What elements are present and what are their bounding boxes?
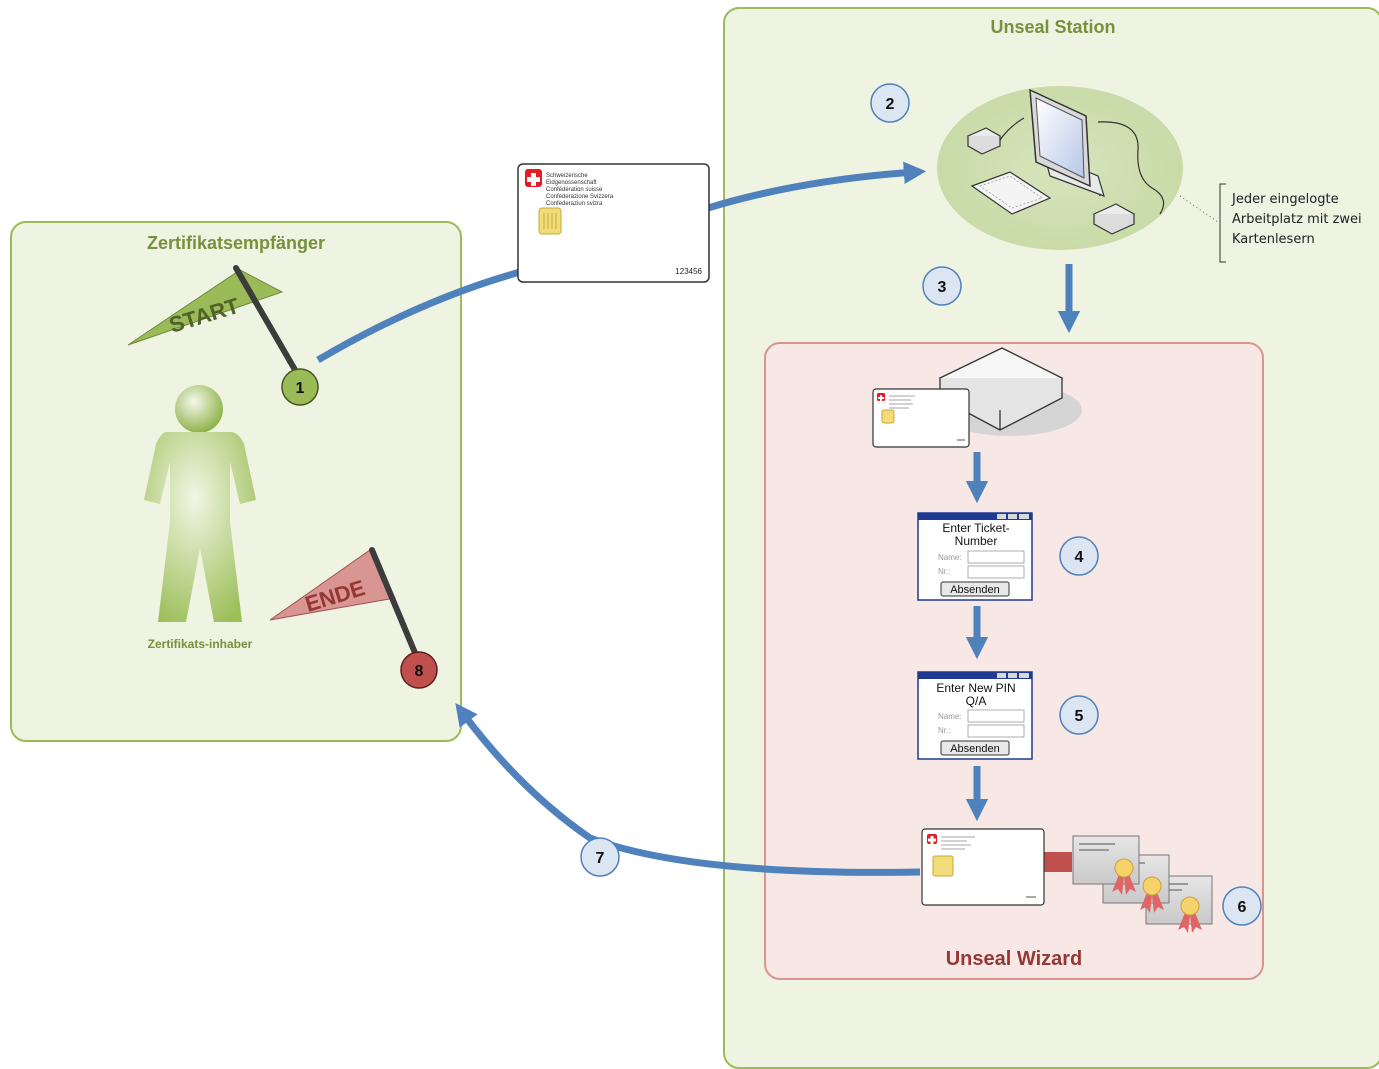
card-issuer-line-3: Confédération suisse <box>546 187 603 193</box>
ticket-dialog: Enter Ticket- Number Name: Nr.: Absenden <box>917 512 1033 601</box>
person-label: Zertifikats-inhaber <box>148 637 253 651</box>
certificate-holder-person <box>144 385 256 622</box>
ticket-submit-button[interactable] <box>940 581 1010 597</box>
station-annotation-line-2: Arbeitplatz mit zwei <box>1232 212 1362 227</box>
step-8-marker: 8 <box>400 651 438 689</box>
pin-dialog-title-2: Q/A <box>966 694 987 708</box>
ticket-name-label: Name: <box>938 553 962 562</box>
pin-dialog: Enter New PIN Q/A Name: Nr.: Absenden <box>917 671 1033 760</box>
pin-name-field[interactable] <box>967 709 1025 723</box>
step-7-marker: 7 <box>580 837 620 877</box>
smartcard-final <box>921 828 1045 906</box>
recipient-panel-title: Zertifikatsempfänger <box>146 233 326 253</box>
station-annotation-line-1: Jeder eingelogte <box>1232 192 1339 207</box>
annotation-bracket <box>1219 183 1226 263</box>
step-8-label: 8 <box>415 663 424 680</box>
card-chip <box>538 207 562 235</box>
ticket-dialog-title-1: Enter Ticket- <box>942 521 1009 535</box>
station-annotation: Jeder eingelogte Arbeitplatz mit zwei Ka… <box>1232 190 1362 250</box>
arrow-card-to-end <box>455 703 921 876</box>
smartcard-large: Schweizerische Eidgenossenschaft Confédé… <box>517 163 710 283</box>
step-2-marker: 2 <box>870 83 910 123</box>
arrow-card-to-station <box>706 161 927 212</box>
step-3-label: 3 <box>938 279 947 296</box>
pin-name-label: Name: <box>938 712 962 721</box>
workstation-illustration <box>937 86 1183 250</box>
step-5-marker: 5 <box>1059 695 1099 735</box>
pin-nr-field[interactable] <box>967 724 1025 738</box>
pin-submit-label: Absenden <box>950 743 1000 755</box>
step-4-label: 4 <box>1075 549 1084 566</box>
arrow-step1-to-card <box>316 268 521 364</box>
ticket-dialog-title-2: Number <box>955 534 998 548</box>
station-annotation-line-3: Kartenlesern <box>1232 232 1315 247</box>
step-5-label: 5 <box>1075 708 1084 725</box>
end-flag: ENDE <box>269 547 421 663</box>
card-issuer-line-5: Confederaziun svizra <box>546 201 603 207</box>
ticket-name-field[interactable] <box>967 550 1025 564</box>
pin-dialog-title-1: Enter New PIN <box>936 681 1015 695</box>
step-4-marker: 4 <box>1059 536 1099 576</box>
wizard-panel-title: Unseal Wizard <box>945 948 1083 970</box>
step-1-label: 1 <box>296 380 305 397</box>
card-issuer-line-2: Eidgenossenschaft <box>546 180 597 186</box>
step-2-label: 2 <box>886 96 895 113</box>
card-issuer-line-4: Confederazione Svizzera <box>546 194 614 200</box>
step-6-label: 6 <box>1238 899 1247 916</box>
card-number: 123456 <box>675 267 702 276</box>
card-issuer-line-1: Schweizerische <box>546 173 588 179</box>
card-reader-illustration <box>938 347 1082 436</box>
certificates-illustration <box>1072 835 1213 933</box>
annotation-connector <box>1179 195 1219 223</box>
pin-submit-button[interactable] <box>940 740 1010 756</box>
station-panel-title: Unseal Station <box>990 17 1116 37</box>
step-7-label: 7 <box>596 850 605 867</box>
step-3-marker: 3 <box>922 266 962 306</box>
ticket-nr-field[interactable] <box>967 565 1025 579</box>
pin-nr-label: Nr.: <box>938 726 950 735</box>
ticket-submit-label: Absenden <box>950 584 1000 596</box>
step-6-marker: 6 <box>1222 886 1262 926</box>
ticket-nr-label: Nr.: <box>938 567 950 576</box>
smartcard-small-reader <box>872 388 970 448</box>
step-1-marker: 1 <box>281 368 319 406</box>
start-flag: START <box>127 265 301 378</box>
